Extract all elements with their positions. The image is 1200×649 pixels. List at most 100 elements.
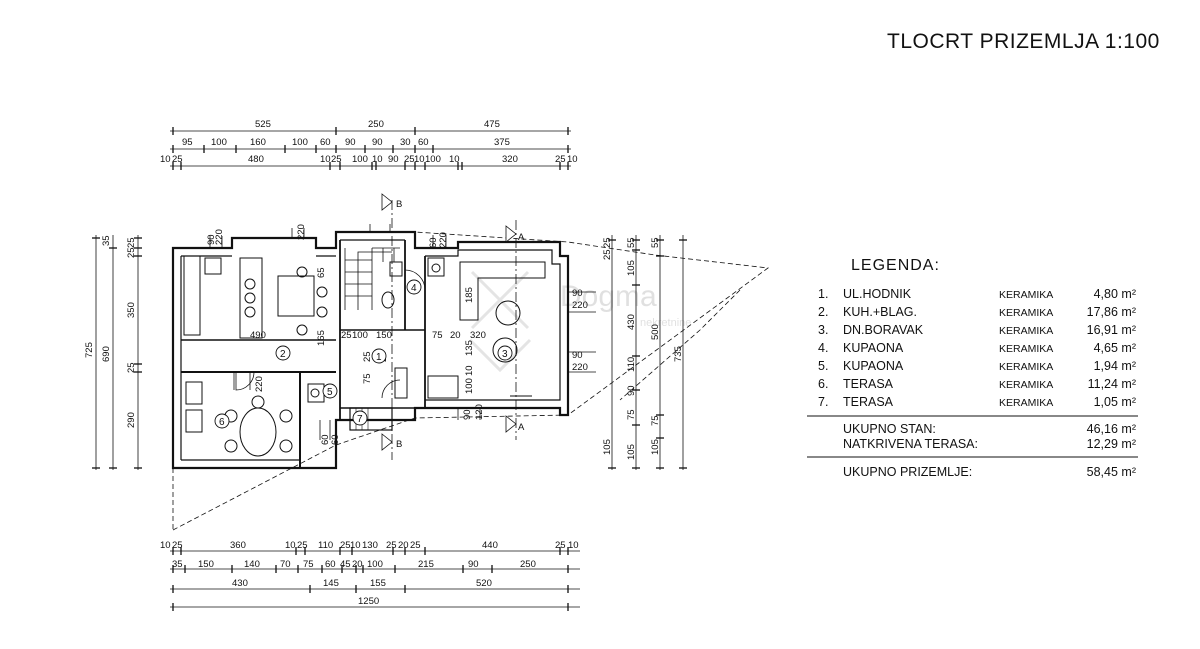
- room-number: 5: [327, 387, 333, 398]
- dim-label: 55: [626, 237, 637, 248]
- legend-area: 1,05 m²: [1094, 395, 1136, 409]
- room-number: 6: [219, 417, 225, 428]
- dim-label: 30: [400, 137, 411, 148]
- dim-label: 75: [303, 559, 314, 570]
- dim-label: 490: [250, 330, 266, 341]
- watermark: Dogma nekretnine: [468, 270, 691, 373]
- dim-label: 10: [449, 154, 460, 165]
- dim-label: 25: [555, 540, 566, 551]
- legend-room: KUPAONA: [843, 341, 904, 355]
- dim-label: 25: [126, 362, 137, 373]
- dim-label: 430: [232, 578, 248, 589]
- dim-label: 60: [418, 137, 429, 148]
- legend-total-row: NATKRIVENA TERASA: 12,29 m²: [843, 437, 1136, 451]
- dim-label: 100: [292, 137, 308, 148]
- dim-label: 10: [372, 154, 383, 165]
- dim-label: 320: [502, 154, 518, 165]
- section-label: B: [396, 199, 402, 210]
- legend-num: 4.: [818, 341, 828, 355]
- room-marker: 6: [214, 413, 230, 429]
- legend-num: 1.: [818, 287, 828, 301]
- dim-label: 10: [464, 365, 475, 376]
- dim-label: 475: [484, 119, 500, 130]
- dim-label: 25: [404, 154, 415, 165]
- legend-title: LEGENDA:: [851, 257, 940, 274]
- dim-label: 100: [211, 137, 227, 148]
- dim-label: 25: [602, 237, 613, 248]
- dim-label: 25: [126, 247, 137, 258]
- dim-label: 60: [320, 434, 331, 445]
- dim-label: 440: [482, 540, 498, 551]
- legend-room: KUH.+BLAG.: [843, 305, 917, 319]
- dim-label: 20: [398, 540, 409, 551]
- dim-label: 45: [340, 559, 351, 570]
- legend-area: 1,94 m²: [1094, 359, 1136, 373]
- watermark-sub: nekretnine: [640, 317, 691, 329]
- section-label: A: [518, 232, 525, 243]
- legend-room: DN.BORAVAK: [843, 323, 924, 337]
- dim-label: 375: [494, 137, 510, 148]
- legend-area: 4,65 m²: [1094, 341, 1136, 355]
- legend-material: KERAMIKA: [999, 307, 1053, 319]
- legend-room: UL.HODNIK: [843, 287, 912, 301]
- dim-label: 105: [626, 260, 637, 276]
- legend-material: KERAMIKA: [999, 289, 1053, 301]
- dim-label: 25: [340, 540, 351, 551]
- legend-num: 3.: [818, 323, 828, 337]
- legend-grand-total-label: UKUPNO PRIZEMLJE:: [843, 465, 972, 479]
- dim-label: 75: [362, 373, 373, 384]
- dim-label: 25: [172, 540, 183, 551]
- section-label: A: [518, 422, 525, 433]
- room-number: 2: [280, 349, 286, 360]
- dim-label: 250: [520, 559, 536, 570]
- room-number: 7: [357, 414, 363, 425]
- drawing-title: TLOCRT PRIZEMLJA 1:100: [887, 30, 1160, 53]
- dim-label: 220: [438, 232, 449, 248]
- dim-label: 135: [464, 340, 475, 356]
- dim-label: 90: [468, 559, 479, 570]
- legend-total-label: NATKRIVENA TERASA:: [843, 437, 978, 451]
- legend: LEGENDA: 1. UL.HODNIK KERAMIKA 4,80 m² 2…: [807, 257, 1138, 479]
- dim-label: 1250: [358, 596, 379, 607]
- dim-label: 60: [320, 137, 331, 148]
- dim-label: 145: [323, 578, 339, 589]
- dim-label: 90: [206, 234, 217, 245]
- dim-label: 25: [341, 330, 352, 341]
- dim-label: 735: [673, 346, 684, 362]
- room-marker: 2: [275, 345, 291, 361]
- dim-label: 110: [626, 357, 637, 372]
- dim-label: 290: [126, 412, 137, 428]
- dim-label: 430: [626, 314, 637, 330]
- legend-total-row: UKUPNO STAN: 46,16 m²: [843, 422, 1136, 436]
- legend-num: 2.: [818, 305, 828, 319]
- right-dimension-texts: 25 25 55 105 430 110 90 105 75 105 500 7…: [602, 237, 684, 460]
- dim-label: 220: [296, 224, 307, 240]
- room-marker: 1: [371, 348, 387, 364]
- legend-room: TERASA: [843, 395, 894, 409]
- dim-label: 10: [160, 154, 171, 165]
- dim-label: 520: [476, 578, 492, 589]
- room-number: 3: [502, 349, 508, 360]
- legend-grand-total-area: 58,45 m²: [1087, 465, 1136, 479]
- room-marker: 5: [322, 383, 338, 399]
- dim-label: 220: [214, 229, 225, 245]
- legend-room: TERASA: [843, 377, 894, 391]
- inner-dimension-texts: 490 320 165 100 150 75 20 185 135 10 100…: [206, 224, 588, 445]
- dim-label: 100: [464, 378, 475, 394]
- dim-label: 90: [462, 409, 473, 420]
- right-dimension-lines: [608, 235, 687, 470]
- dim-label: 90: [572, 288, 583, 299]
- dim-label: 320: [470, 330, 486, 341]
- dim-label: 480: [248, 154, 264, 165]
- legend-row: 2. KUH.+BLAG. KERAMIKA 17,86 m²: [818, 305, 1136, 319]
- dim-label: 220: [254, 376, 265, 392]
- dim-label: 35: [101, 235, 112, 246]
- dim-label: 10: [160, 540, 171, 551]
- dim-label: 60: [325, 559, 336, 570]
- dim-label: 100: [352, 330, 368, 341]
- dim-label: 75: [432, 330, 443, 341]
- dim-label: 725: [84, 342, 95, 358]
- legend-total-label: UKUPNO STAN:: [843, 422, 936, 436]
- dim-label: 165: [316, 330, 327, 346]
